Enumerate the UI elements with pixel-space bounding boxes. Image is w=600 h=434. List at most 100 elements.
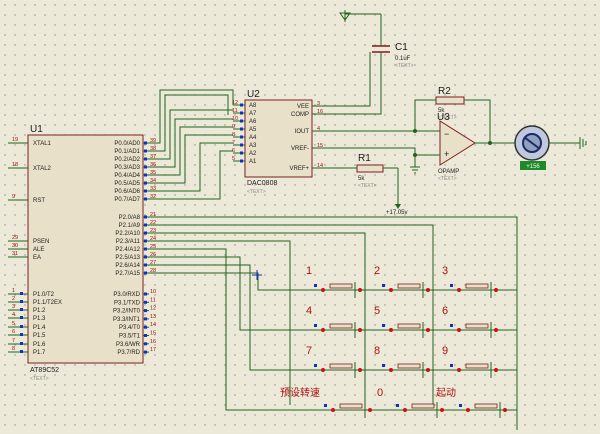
u1-pin-state [144, 197, 147, 201]
key-12[interactable]: 起动 [436, 387, 507, 412]
key-1[interactable]: 1 [306, 265, 362, 292]
key-5[interactable]: 5 [374, 305, 430, 332]
u2-pin-name: COMP [291, 112, 309, 118]
u1-pin-name: P2.5/A13 [115, 255, 140, 261]
key-9[interactable]: 9 [442, 345, 498, 372]
u1-pin-num: 12 [150, 306, 156, 312]
u1-pin-state [20, 350, 23, 353]
u1-pin-state [144, 342, 147, 346]
r2-ref: R2 [438, 86, 451, 97]
u1-pin-num: 13 [150, 314, 156, 320]
u1-pin-state [20, 325, 23, 328]
r2-value: 5k [438, 108, 445, 114]
key-pin-b [440, 408, 444, 412]
key-pin-a [457, 368, 461, 372]
u1-pin-name: P0.5/AD5 [114, 181, 140, 187]
u1-pin-name: P1.6 [33, 342, 46, 348]
u1-pin-state [144, 247, 147, 251]
u1-pin-num: 23 [150, 228, 156, 234]
r1-body [356, 164, 384, 173]
key-pin-b [358, 288, 362, 292]
u1-pin-num: 27 [150, 260, 156, 266]
microcontroller-u1[interactable]: U1 AT89C52 <TEXT> 19XTAL118XTAL29RST29PS… [8, 124, 156, 382]
u1-pin-num: 8 [12, 346, 15, 352]
key-pin-b [426, 328, 430, 332]
u2-ref: U2 [247, 89, 260, 100]
u2-pin-state [240, 127, 243, 131]
u1-pin-state [144, 255, 147, 259]
key-state [382, 364, 385, 367]
key-cap [329, 283, 353, 289]
u1-pin-name: XTAL2 [33, 166, 52, 172]
u1-pin-state [144, 189, 147, 193]
u1-pin-state [144, 149, 147, 153]
u1-pin-num: 7 [12, 338, 15, 344]
u2-pin-num: 10 [232, 116, 238, 122]
u1-pin-num: 37 [150, 154, 156, 160]
c1-text: <TEXT> [395, 63, 414, 69]
u1-pin-state [144, 309, 147, 313]
key-3[interactable]: 3 [442, 265, 498, 292]
u1-pin-num: 39 [150, 138, 156, 144]
u1-pin-name: P0.3/AD3 [114, 165, 140, 171]
key-label: 2 [374, 265, 380, 277]
u1-pin-state [20, 333, 23, 336]
u1-pin-state [144, 334, 147, 337]
u1-pin-state [144, 350, 147, 354]
key-11[interactable]: 0 [377, 387, 444, 412]
u1-pin-state [144, 165, 147, 169]
u2-pin-num: 15 [317, 143, 323, 149]
u2-pin-name: IOUT [295, 129, 310, 135]
key-state [450, 324, 453, 327]
u1-pin-state [20, 300, 23, 303]
r2-text: <TEXT> [438, 115, 457, 121]
key-state [450, 284, 453, 287]
opamp-u3[interactable]: − + U3 OPAMP <TEXT> [437, 112, 476, 182]
u1-pin-name: PSEN [33, 239, 49, 245]
u1-pin-name: P0.4/AD4 [114, 173, 140, 179]
u1-pin-state [144, 292, 147, 296]
key-pin-b [426, 288, 430, 292]
key-6[interactable]: 6 [442, 305, 498, 332]
r1-ref: R1 [358, 153, 371, 164]
u1-pin-state [144, 239, 147, 243]
u1-pin-num: 6 [12, 329, 15, 335]
u2-pin-num: 14 [317, 163, 323, 169]
u1-pin-num: 1 [12, 288, 15, 294]
u1-pin-state [144, 271, 147, 275]
key-pin-a [321, 368, 325, 372]
u1-pin-name: P1.1/T2EX [33, 300, 62, 306]
key-10[interactable]: 预设转速 [280, 386, 372, 412]
probe-marker [252, 270, 262, 280]
u1-pin-name: P1.7 [33, 350, 46, 356]
u1-pin-state [144, 231, 147, 235]
u1-pin-name: P0.2/AD2 [114, 157, 140, 163]
u3-text: <TEXT> [438, 176, 457, 182]
u2-pin-name: A4 [249, 135, 257, 141]
u1-pin-num: 33 [150, 186, 156, 192]
motor[interactable]: +156 [514, 125, 550, 170]
u1-pin-num: 14 [150, 322, 156, 328]
u1-pin-name: P3.1/TXD [114, 300, 141, 306]
key-8[interactable]: 8 [374, 345, 430, 372]
u2-pin-name: VEE [297, 104, 309, 110]
key-7[interactable]: 7 [306, 345, 362, 372]
u2-pin-name: A8 [249, 103, 257, 109]
u2-pin-state [240, 143, 243, 147]
u1-pin-name: P3.3/INT1 [113, 317, 141, 323]
u1-pin-num: 19 [12, 137, 18, 143]
u3-minus: − [444, 129, 449, 139]
u1-pin-state [144, 325, 147, 329]
u1-pin-num: 32 [150, 194, 156, 200]
key-4[interactable]: 4 [306, 305, 362, 332]
u1-pin-name: XTAL1 [33, 141, 52, 147]
key-pin-b [503, 408, 507, 412]
key-cap [339, 403, 363, 409]
key-2[interactable]: 2 [374, 265, 430, 292]
u1-pin-state [144, 223, 147, 227]
junctions [413, 129, 492, 157]
